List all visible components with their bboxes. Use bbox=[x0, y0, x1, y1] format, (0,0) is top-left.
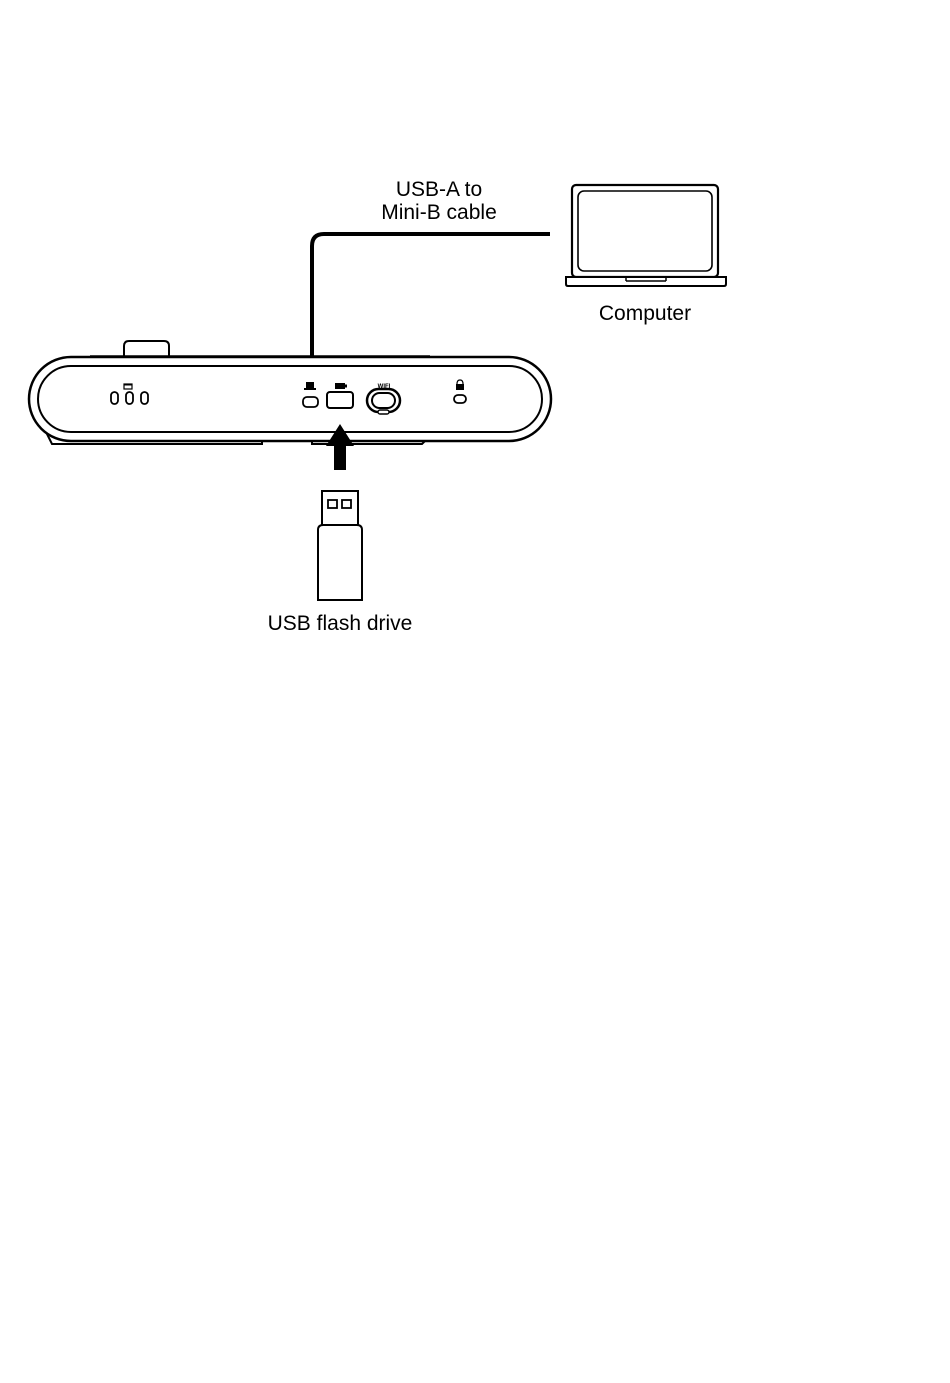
laptop-icon bbox=[566, 185, 726, 286]
computer-label: Computer bbox=[599, 302, 691, 325]
usb-cable bbox=[312, 234, 550, 367]
device-rear-panel: WIFI bbox=[29, 341, 551, 444]
cable-label-line2: Mini-B cable bbox=[381, 201, 497, 224]
usb-flash-drive-icon bbox=[318, 491, 362, 600]
flash-drive-label: USB flash drive bbox=[268, 612, 413, 635]
cable-label-line1: USB-A to bbox=[396, 178, 482, 201]
